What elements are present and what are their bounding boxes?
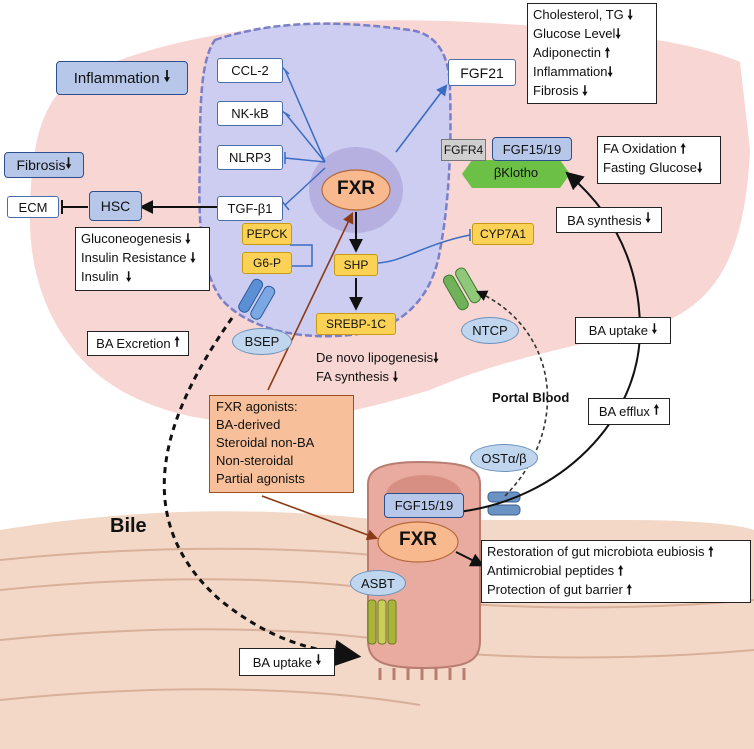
effect-item: Antimicrobial peptides 🠕 (487, 563, 624, 579)
up-arrow-icon: 🠕 (174, 334, 180, 350)
fxr-liver-shape (321, 169, 391, 211)
ost-transporter-icon (487, 491, 521, 516)
down-arrow-icon: 🠗 (65, 156, 72, 172)
down-arrow-icon: 🠗 (582, 84, 588, 99)
ccl2-box: CCL-2 (217, 58, 283, 83)
bklotho-label: βKlotho (493, 165, 539, 180)
ba-uptake-bottom-box: BA uptake 🠗 (239, 648, 335, 676)
down-arrow-icon: 🠗 (627, 8, 633, 23)
down-arrow-icon: 🠗 (163, 66, 171, 85)
down-arrow-icon: 🠗 (125, 270, 132, 285)
cyp7a1-box: CYP7A1 (472, 223, 534, 245)
effect-item: Gluconeogenesis 🠗 (81, 231, 191, 247)
ecm-box: ECM (7, 196, 59, 218)
fxr-gut-to-effects-arrow (455, 551, 485, 567)
intestine-fold (0, 688, 421, 706)
inhibition-lines (279, 65, 471, 267)
down-arrow-icon: 🠗 (392, 370, 399, 385)
portal-blood-label: Portal Blood (492, 390, 570, 405)
asbt-transporter-icon (367, 599, 397, 645)
effect-item: Restoration of gut microbiota eubiosis 🠕 (487, 544, 714, 560)
down-arrow-icon: 🠗 (651, 321, 658, 337)
up-arrow-icon: 🠕 (680, 142, 686, 157)
ba-excretion-box: BA Excretion 🠕 (87, 331, 189, 356)
hsc-inhibits-ecm (61, 200, 88, 214)
fxr-gut-shape (377, 521, 459, 563)
agonist-item: Steroidal non-BA (216, 435, 315, 450)
up-arrow-icon: 🠕 (653, 402, 660, 418)
agonist-item: Non-steroidal (216, 453, 294, 468)
effect-item: Protection of gut barrier 🠕 (487, 582, 633, 598)
glucose-effects-box: Gluconeogenesis 🠗 Insulin Resistance 🠗 I… (75, 227, 210, 291)
asbt-oval: ASBT (350, 570, 406, 596)
ntcp-transporter-icon (442, 267, 481, 311)
bsep-oval: BSEP (232, 328, 292, 355)
portal-blood-dashed-arrow (475, 290, 549, 497)
fxr-liver-label: FXR (337, 178, 375, 199)
inflammation-label: Inflammation (73, 69, 160, 87)
fgfr4-box: FGFR4 (441, 139, 486, 161)
effect-item: Glucose Level🠗 (533, 26, 621, 42)
ba-uptake-right-box: BA uptake 🠗 (575, 317, 671, 344)
effect-item: Adiponectin 🠕 (533, 45, 611, 61)
up-arrow-icon: 🠕 (617, 564, 624, 579)
fxr-agonists-box: FXR agonists: BA-derived Steroidal non-B… (209, 395, 354, 493)
lipogenesis-effects: De novo lipogenesis🠗 FA synthesis 🠗 (316, 349, 454, 387)
up-arrow-icon: 🠕 (708, 545, 714, 560)
fa-effects-box: FA Oxidation 🠕 Fasting Glucose🠗 (597, 136, 721, 184)
fgf1519-top-box: FGF15/19 (492, 137, 572, 161)
bile-label: Bile (110, 515, 147, 537)
agonist-item: BA-derived (216, 417, 281, 432)
up-arrow-icon: 🠕 (604, 46, 611, 61)
bile-dashed-arrow (162, 317, 362, 667)
ost-oval: OSTα/β (470, 444, 538, 472)
fibrosis-label: Fibrosis (16, 157, 66, 173)
effect-item: De novo lipogenesis🠗 (316, 350, 439, 366)
effect-item: Insulin Resistance 🠗 (81, 250, 196, 266)
effect-item: Inflammation🠗 (533, 64, 613, 80)
metabolic-effects-box: Cholesterol, TG 🠗 Glucose Level🠗 Adipone… (527, 3, 657, 104)
down-arrow-icon: 🠗 (696, 161, 703, 176)
nlrp3-box: NLRP3 (217, 145, 283, 170)
down-arrow-icon: 🠗 (190, 251, 196, 266)
down-arrow-icon: 🠗 (645, 211, 651, 226)
bklotho-shape (462, 160, 570, 188)
effect-item: FA Oxidation 🠕 (603, 141, 686, 157)
fibrosis-box: Fibrosis🠗 (4, 152, 84, 178)
fgf21-box: FGF21 (448, 59, 516, 86)
microvilli (378, 668, 466, 680)
down-arrow-icon: 🠗 (615, 27, 621, 42)
hsc-box: HSC (89, 191, 142, 221)
ntcp-oval: NTCP (461, 317, 519, 344)
fxr-gut-label: FXR (399, 529, 437, 550)
effect-item: Insulin 🠗 (81, 269, 132, 285)
srebp-box: SREBP-1C (316, 313, 396, 335)
down-arrow-icon: 🠗 (433, 351, 439, 366)
ba-synthesis-box: BA synthesis 🠗 (556, 207, 662, 233)
up-arrow-icon: 🠕 (626, 583, 633, 598)
down-arrow-icon: 🠗 (185, 232, 191, 247)
agonist-to-fxr-liver-arrow (267, 211, 354, 391)
gut-effects-box: Restoration of gut microbiota eubiosis 🠕… (481, 540, 751, 603)
inflammation-box: Inflammation 🠗 (56, 61, 188, 95)
bsep-transporter-icon (238, 278, 276, 320)
down-arrow-icon: 🠗 (607, 65, 613, 80)
shp-box: SHP (334, 254, 378, 276)
agonist-to-fxr-gut-arrow (261, 495, 379, 541)
fxr-to-fgf21-arrow (395, 84, 448, 153)
pepck-box: PEPCK (242, 223, 292, 245)
effect-item: Cholesterol, TG 🠗 (533, 7, 633, 23)
fgf1519-gut-box: FGF15/19 (384, 493, 464, 518)
nfkb-box: NK-kB (217, 101, 283, 126)
agonist-item: Partial agonists (216, 471, 305, 486)
g6p-box: G6-P (242, 252, 292, 274)
effect-item: Fasting Glucose🠗 (603, 160, 703, 176)
tgfb1-box: TGF-β1 (217, 196, 283, 221)
agonist-item: FXR agonists: (216, 399, 298, 414)
effect-item: FA synthesis 🠗 (316, 369, 399, 385)
effect-item: Fibrosis 🠗 (533, 83, 588, 99)
ba-efflux-box: BA efflux 🠕 (588, 398, 670, 425)
down-arrow-icon: 🠗 (315, 653, 322, 668)
